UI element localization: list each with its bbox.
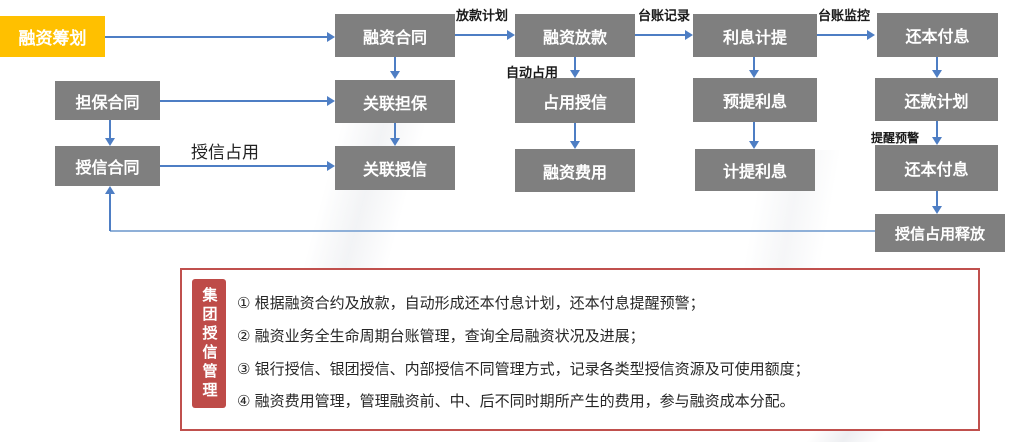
arrowhead-down-icon — [932, 206, 942, 214]
panel-item: ④ 融资费用管理，管理融资前、中、后不同时期所产生的费用，参与融资成本分配。 — [237, 393, 795, 410]
arrow-line — [635, 34, 685, 36]
arrowhead-down-icon — [749, 141, 759, 149]
arrow-line — [394, 123, 396, 139]
arrowhead-down-icon — [932, 137, 942, 145]
node-repay-principal-interest-top: 还本付息 — [877, 13, 998, 57]
arrow-line — [109, 120, 111, 139]
arrowhead-down-icon — [390, 71, 400, 79]
node-credit-contract: 授信合同 — [55, 146, 160, 186]
node-related-guarantee: 关联担保 — [335, 80, 455, 123]
arrow-line — [160, 100, 327, 102]
node-related-credit: 关联授信 — [335, 146, 455, 190]
node-financing-planning: 融资筹划 — [0, 16, 105, 57]
panel-item: ① 根据融资合约及放款，自动形成还本付息计划，还本付息提醒预警； — [237, 295, 705, 312]
edge-label-reminder-warning: 提醒预警 — [871, 131, 920, 145]
arrowhead-right-icon — [867, 30, 875, 40]
node-financing-contract: 融资合同 — [335, 14, 455, 57]
arrow-line — [817, 34, 867, 36]
arrowhead-down-icon — [570, 70, 580, 78]
node-interest-accrual: 利息计提 — [693, 14, 817, 57]
arrowhead-down-icon — [749, 70, 759, 78]
arrowhead-right-icon — [507, 30, 515, 40]
info-panel: 集团授信管理 ① 根据融资合约及放款，自动形成还本付息计划，还本付息提醒预警； … — [180, 268, 980, 431]
node-financing-expense: 融资费用 — [515, 149, 635, 192]
edge-label-ledger-record: 台账记录 — [638, 8, 691, 23]
arrowhead-down-icon — [390, 138, 400, 146]
arrow-line — [753, 57, 755, 71]
node-withhold-interest: 预提利息 — [693, 78, 817, 122]
panel-item: ② 融资业务全生命周期台账管理，查询全局融资状况及进展； — [237, 328, 645, 345]
edge-label-auto-occupy: 自动占用 — [506, 65, 559, 80]
arrow-line — [160, 165, 327, 167]
arrowhead-right-icon — [327, 32, 335, 42]
feedback-line — [109, 193, 111, 231]
node-financing-disbursement: 融资放款 — [515, 14, 635, 57]
node-occupy-credit: 占用授信 — [515, 78, 635, 123]
arrow-line — [455, 34, 507, 36]
arrow-line — [753, 122, 755, 142]
arrowhead-right-icon — [327, 96, 335, 106]
arrowhead-down-icon — [105, 138, 115, 146]
arrowhead-down-icon — [570, 141, 580, 149]
arrow-line — [936, 57, 938, 71]
panel-tab-group-credit-management: 集团授信管理 — [192, 279, 226, 408]
arrow-line — [574, 57, 576, 71]
arrowhead-right-icon — [327, 161, 335, 171]
arrow-line — [105, 36, 327, 38]
feedback-line — [110, 230, 875, 232]
arrow-line — [394, 57, 396, 72]
edge-label-disbursement-plan: 放款计划 — [456, 8, 509, 23]
edge-label-ledger-monitoring: 台账监控 — [818, 8, 871, 23]
panel-item: ③ 银行授信、银团授信、内部授信不同管理方式，记录各类型授信资源及可使用额度； — [237, 361, 810, 378]
node-repayment-plan: 还款计划 — [875, 78, 998, 121]
node-repay-principal-interest-bottom: 还本付息 — [875, 145, 998, 191]
arrow-line — [936, 191, 938, 207]
arrowhead-up-icon — [105, 186, 115, 194]
arrow-line — [574, 123, 576, 142]
arrowhead-down-icon — [932, 70, 942, 78]
node-credit-occupation-release: 授信占用释放 — [875, 214, 1005, 252]
arrowhead-right-icon — [685, 30, 693, 40]
arrow-line — [936, 121, 938, 138]
node-accrue-interest: 计提利息 — [695, 149, 815, 191]
edge-label-credit-occupation: 授信占用 — [191, 143, 259, 162]
node-guarantee-contract: 担保合同 — [55, 81, 160, 120]
